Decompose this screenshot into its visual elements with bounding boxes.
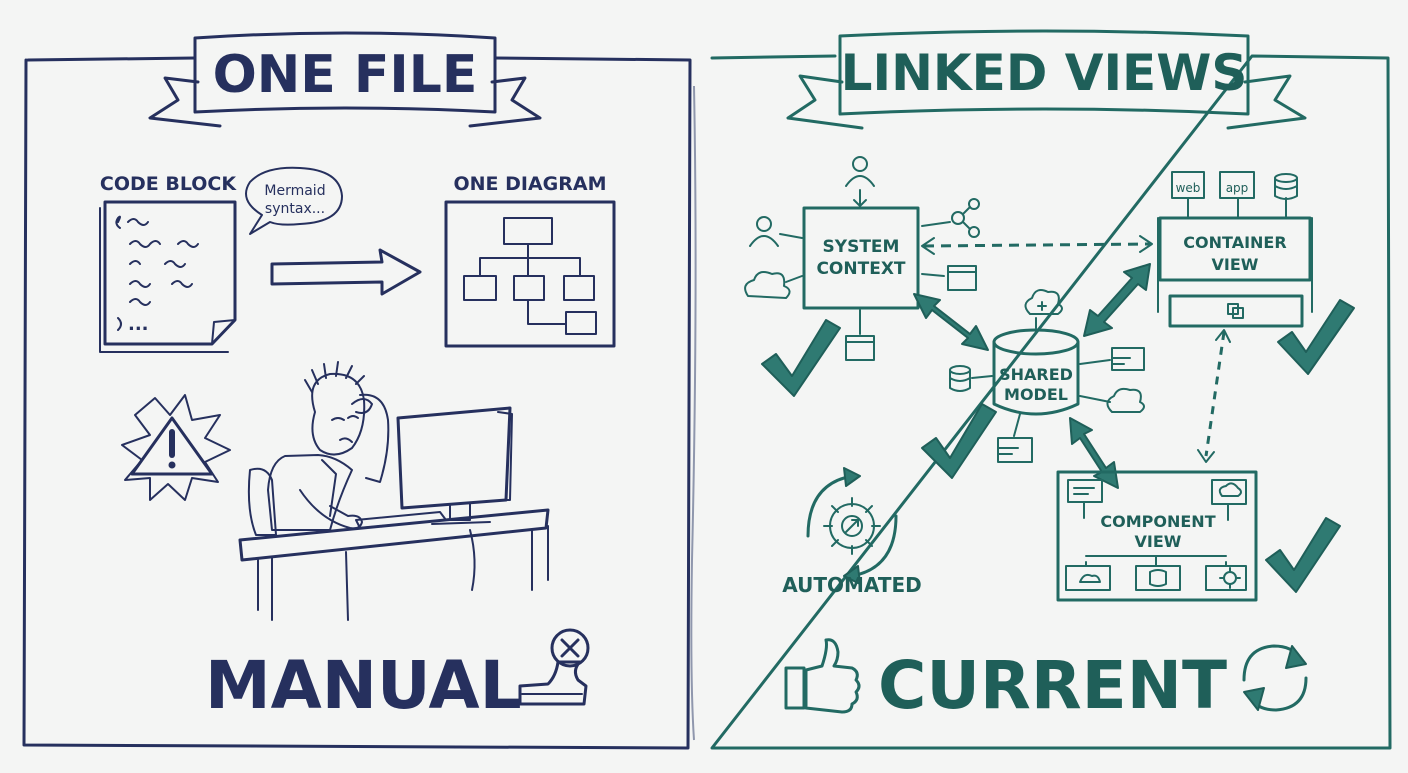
cloud-icon <box>1024 289 1063 329</box>
mail-icon <box>997 413 1033 463</box>
current-label: CURRENT <box>878 647 1227 724</box>
browser-icon <box>921 265 977 291</box>
checkmark-icon <box>761 319 841 397</box>
code-block-label: CODE BLOCK <box>100 173 237 195</box>
automated-label: AUTOMATED <box>782 573 921 597</box>
system-context-box: SYSTEM CONTEXT <box>802 206 920 310</box>
web-label: web <box>1176 181 1201 195</box>
database-icon <box>949 365 993 392</box>
refresh-icon <box>1242 644 1308 712</box>
component-view-line1: COMPONENT <box>1100 512 1215 531</box>
stamp-icon <box>518 628 590 706</box>
shared-model-line1: SHARED <box>999 365 1073 384</box>
shared-model-line2: MODEL <box>1004 385 1068 404</box>
person-icon <box>749 216 803 247</box>
conversion-arrow <box>270 248 422 296</box>
share-icon <box>921 198 980 238</box>
container-view-line1: CONTAINER <box>1183 233 1286 252</box>
computer-monitor <box>355 406 513 529</box>
code-scribbles <box>115 215 199 331</box>
thumbs-up-icon <box>784 638 861 714</box>
system-context-line1: SYSTEM <box>823 237 900 257</box>
shared-model-cylinder: SHARED MODEL <box>992 328 1080 416</box>
left-panel: ONE FILE CODE BLOCK ... Mermaid syntax..… <box>22 31 692 750</box>
arrow-shared-component <box>1069 417 1119 489</box>
cloud-icon <box>744 271 803 299</box>
automated-badge: AUTOMATED <box>782 467 922 597</box>
component-view-box: COMPONENT VIEW <box>1056 470 1258 602</box>
one-file-banner: ONE FILE <box>148 31 542 128</box>
one-diagram: ONE DIAGRAM <box>444 173 616 348</box>
linked-views-title: LINKED VIEWS <box>841 44 1248 102</box>
code-ellipsis: ... <box>128 314 149 335</box>
one-diagram-label: ONE DIAGRAM <box>453 173 606 195</box>
checkmark-icon <box>1277 299 1355 375</box>
checkmark-icon <box>1265 517 1341 593</box>
arrow-system-shared <box>913 293 989 351</box>
linked-views-banner: LINKED VIEWS <box>786 29 1307 130</box>
cloud-icon <box>1079 387 1145 413</box>
warning-icon <box>121 394 231 501</box>
left-panel-frame <box>22 56 692 750</box>
bubble-line1: Mermaid <box>264 183 325 199</box>
system-context-line2: CONTEXT <box>816 259 905 279</box>
container-view-box: CONTAINER VIEW web app <box>1157 171 1313 328</box>
dashed-link-container-component <box>1204 331 1226 457</box>
mermaid-bubble: Mermaid syntax... <box>245 166 343 235</box>
app-label: app <box>1226 181 1249 195</box>
person-icon <box>845 156 875 207</box>
right-panel: LINKED VIEWS SYSTEM CONTEXT <box>710 29 1392 750</box>
database-icon <box>1274 173 1298 200</box>
stressed-person-at-desk <box>247 361 390 536</box>
mail-icon <box>1079 347 1145 371</box>
one-file-title: ONE FILE <box>213 45 478 105</box>
code-block-document: CODE BLOCK ... <box>99 173 237 353</box>
bubble-line2: syntax... <box>265 201 325 217</box>
arrow-container-shared <box>1083 263 1151 337</box>
right-panel-frame <box>710 54 1392 750</box>
component-view-line2: VIEW <box>1135 532 1182 551</box>
manual-label: MANUAL <box>205 647 522 724</box>
dashed-link-system-container <box>923 242 1151 248</box>
container-view-line2: VIEW <box>1212 255 1259 274</box>
desk <box>238 508 550 621</box>
panel-divider <box>690 85 697 741</box>
browser-icon <box>845 309 875 361</box>
checkmark-icon <box>921 403 997 479</box>
